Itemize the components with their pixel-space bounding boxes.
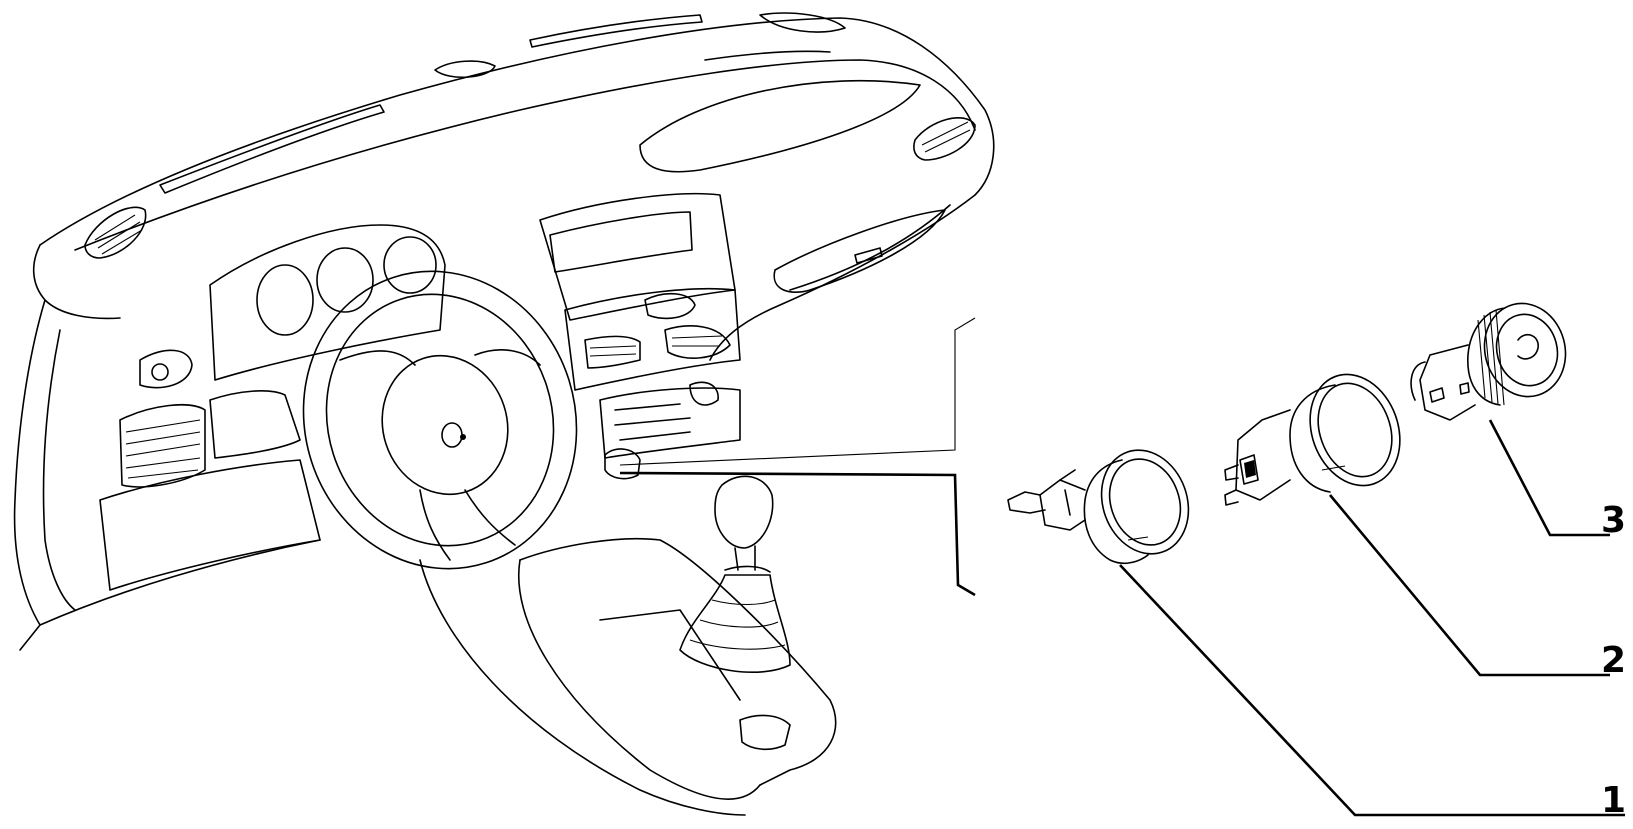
callout-label-3: 3 <box>1601 500 1626 541</box>
callout-label-2: 2 <box>1601 640 1626 681</box>
part-3-lighter-plug <box>1410 302 1567 421</box>
part-2-socket-bracket <box>1224 373 1401 506</box>
location-leader <box>604 317 976 597</box>
steering-wheel <box>302 270 578 570</box>
leader-line-1 <box>1119 564 1625 817</box>
callout-leaders <box>1119 419 1625 817</box>
gear-lever-console <box>419 475 837 816</box>
callout-label-1: 1 <box>1601 780 1626 821</box>
leader-line-3 <box>1488 419 1610 537</box>
leader-line-2 <box>1329 494 1610 677</box>
part-1-socket-housing <box>1007 449 1190 565</box>
